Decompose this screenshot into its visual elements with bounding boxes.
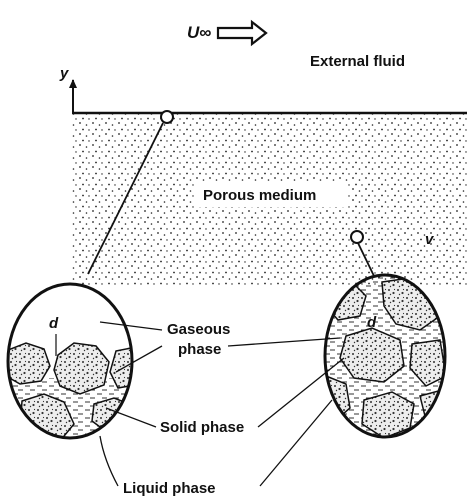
liquid-phase-label: Liquid phase <box>123 480 216 497</box>
right-arrow-icon <box>218 22 266 44</box>
pore-size-label-left: d <box>49 315 59 332</box>
solid-grain <box>420 390 446 428</box>
external-fluid-label: External fluid <box>310 53 405 70</box>
gaseous-phase-label-line1: Gaseous <box>167 321 230 338</box>
phase-leader-lines <box>100 322 344 486</box>
solid-grain <box>6 343 50 384</box>
gaseous-leader-right <box>228 338 340 346</box>
flow-velocity-arrow: U∞ <box>187 22 266 44</box>
liquid-leader-left <box>100 436 118 486</box>
y-axis-label: y <box>59 65 69 82</box>
gaseous-leader-left <box>100 322 162 330</box>
velocity-label: U∞ <box>187 23 211 42</box>
gaseous-phase-label-line2: phase <box>178 341 221 358</box>
solid-grain <box>54 343 109 394</box>
interior-marker <box>351 231 363 243</box>
liquid-leader-right <box>260 400 332 486</box>
porous-medium-label: Porous medium <box>203 187 316 204</box>
y-axis: y <box>59 65 77 113</box>
right-magnified-view: d <box>320 270 450 450</box>
up-arrow-icon <box>69 79 77 88</box>
pore-size-label-right: d <box>367 314 377 331</box>
solid-phase-label: Solid phase <box>160 419 244 436</box>
interface-marker <box>161 111 173 123</box>
left-magnified-view: d <box>0 284 140 448</box>
